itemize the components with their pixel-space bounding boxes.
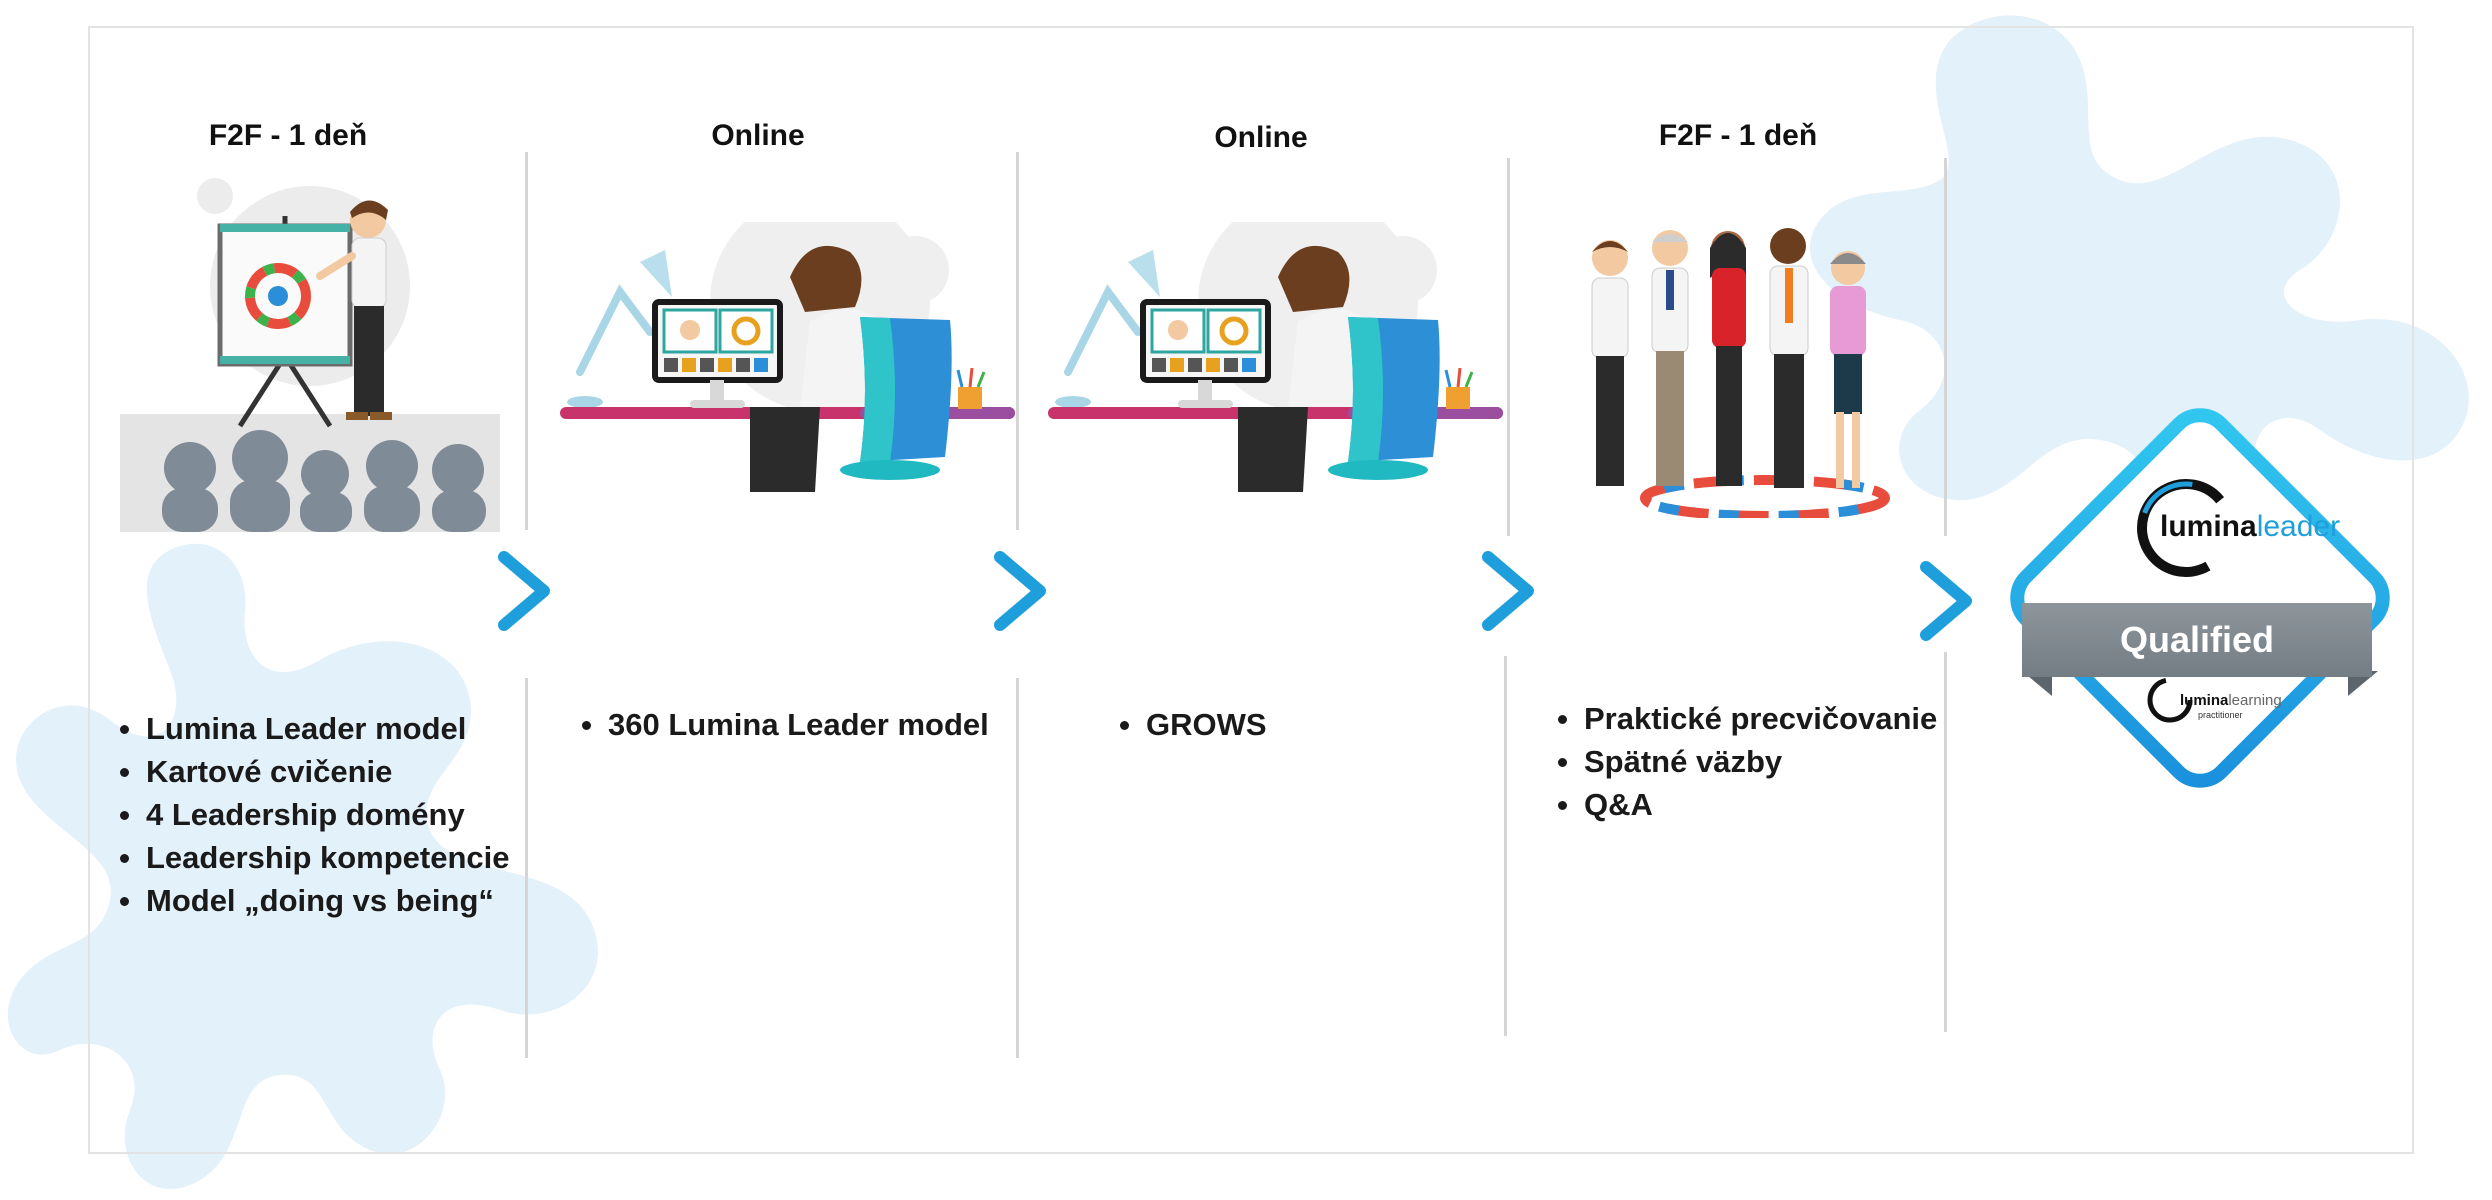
- list-item: Spätné väzby: [1554, 740, 1937, 783]
- list-item: Q&A: [1554, 783, 1937, 826]
- stage-2-topics: 360 Lumina Leader model: [578, 703, 989, 746]
- chevron-right-icon: [994, 551, 1046, 631]
- qualified-badge: [2010, 408, 2390, 788]
- stage-1-heading: F2F - 1 deň: [208, 119, 368, 152]
- process-frame: [88, 26, 2414, 1154]
- logo-suffix: leader: [2256, 510, 2341, 543]
- chevron-right-icon: [498, 551, 550, 631]
- splash-background-top-right: [1809, 15, 2469, 542]
- sub-logo-prefix: lumina: [2180, 692, 2229, 709]
- stage-4-topics: Praktické precvičovanie Spätné väzby Q&A: [1554, 697, 1937, 826]
- list-item: Leadership kompetencie: [116, 836, 510, 879]
- stage-3-illustration-computer: [1048, 222, 1503, 492]
- list-item: Praktické precvičovanie: [1554, 697, 1937, 740]
- list-item: GROWS: [1116, 703, 1267, 746]
- lumina-learning-caption: practitioner: [2198, 710, 2243, 720]
- stage-3-topics: GROWS: [1116, 703, 1267, 746]
- stage-2-illustration-computer: [560, 222, 1015, 492]
- stage-divider-4-lower: [1944, 652, 1947, 1032]
- lumina-learning-logo: luminalearning: [2180, 692, 2282, 709]
- chevron-right-icon: [1920, 561, 1972, 641]
- stage-2-heading: Online: [711, 119, 805, 152]
- list-item: 4 Leadership domény: [116, 793, 510, 836]
- stage-divider-1-lower: [525, 678, 528, 1058]
- stage-4-illustration-group: [1591, 228, 1890, 518]
- list-item: Model „doing vs being“: [116, 879, 510, 922]
- chevron-right-icon: [1482, 551, 1534, 631]
- stage-4-heading: F2F - 1 deň: [1658, 119, 1818, 152]
- stage-divider-2: [1016, 152, 1019, 530]
- stage-1-topics: Lumina Leader model Kartové cvičenie 4 L…: [116, 707, 510, 922]
- stage-1-illustration-presenter: [120, 178, 500, 532]
- stage-divider-3-lower: [1504, 656, 1507, 1036]
- list-item: Kartové cvičenie: [116, 750, 510, 793]
- stage-3-heading: Online: [1214, 121, 1308, 154]
- sub-logo-suffix: learning: [2228, 692, 2282, 709]
- lumina-leader-logo: luminaleader: [2160, 510, 2340, 544]
- list-item: 360 Lumina Leader model: [578, 703, 989, 746]
- logo-prefix: lumina: [2160, 510, 2257, 543]
- qualified-label: Qualified: [2119, 619, 2275, 660]
- list-item: Lumina Leader model: [116, 707, 510, 750]
- stage-divider-3: [1507, 158, 1510, 536]
- qualified-ribbon: [2022, 603, 2372, 677]
- splash-background-bottom-left: [7, 543, 598, 1190]
- stage-divider-1: [525, 152, 528, 530]
- stage-divider-4: [1944, 158, 1947, 536]
- stage-divider-2-lower: [1016, 678, 1019, 1058]
